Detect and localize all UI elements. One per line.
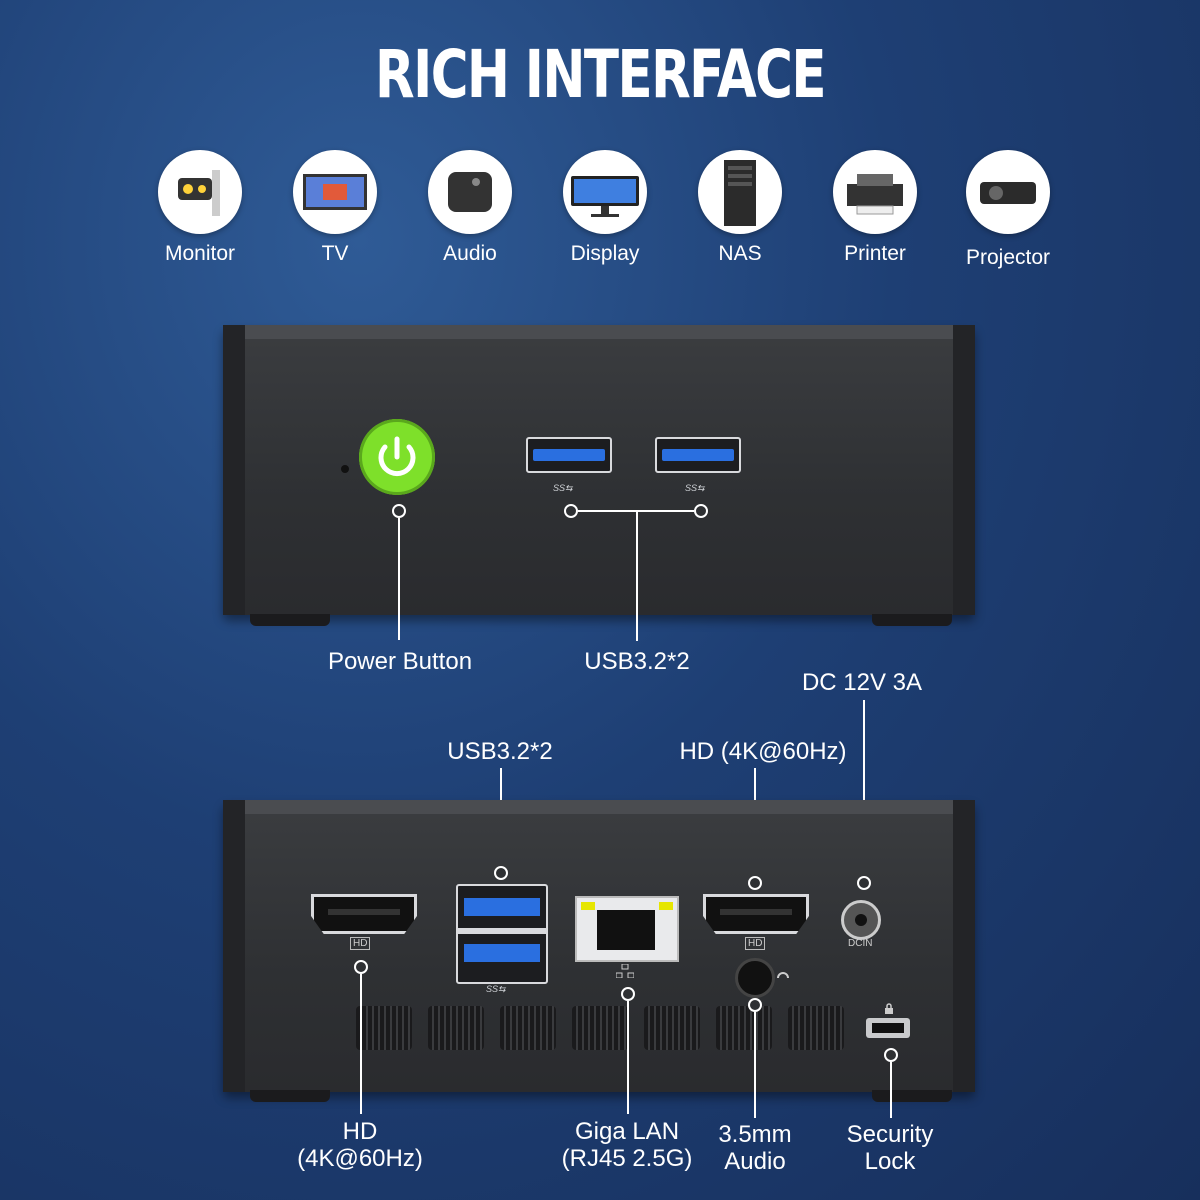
callout-dot [748,876,762,890]
network-icon [616,964,634,978]
rear-usb-label: USB3.2*2 [447,738,553,765]
camera-icon [178,170,220,216]
rear-usb-stack[interactable] [456,884,548,984]
vent [428,1006,484,1050]
vent [644,1006,700,1050]
hdmi-port-1[interactable] [311,894,417,934]
front-panel: SS⇆ SS⇆ [223,325,975,615]
power-button-label: Power Button [327,648,473,675]
headphone-icon [777,972,789,979]
front-usb-port-1[interactable] [526,437,612,473]
lock-icon [885,1003,893,1014]
rear-panel: HD SS⇆ HD DCIN [223,800,975,1092]
device-nas: NAS [695,150,785,266]
display-icon [571,176,639,217]
nas-icon [724,160,756,226]
power-button[interactable] [359,419,435,495]
dc-in-port[interactable] [841,900,881,940]
vent [500,1006,556,1050]
audio-jack[interactable] [735,958,775,998]
vent [572,1006,628,1050]
callout-dot [884,1048,898,1062]
device-projector: Projector [963,150,1053,270]
audio-label: 3.5mm Audio [718,1121,792,1175]
callout-dot [857,876,871,890]
device-audio: Audio [425,150,515,266]
callout-dot [748,998,762,1012]
security-lock-slot[interactable] [866,1018,910,1038]
speaker-icon [448,172,492,212]
power-icon [378,436,416,477]
rj45-port[interactable] [575,896,679,962]
device-monitor: Monitor [155,150,245,266]
lan-label: Giga LAN (RJ45 2.5G) [561,1118,693,1172]
projector-icon [980,182,1036,204]
vent [716,1006,772,1050]
device-display: Display [560,150,650,266]
front-usb-port-2[interactable] [655,437,741,473]
callout-dot [564,504,578,518]
callout-dot [694,504,708,518]
callout-dot [494,866,508,880]
front-usb-label: USB3.2*2 [584,648,690,675]
vent [356,1006,412,1050]
device-tv: TV [290,150,380,266]
callout-dot [392,504,406,518]
callout-dot [621,987,635,1001]
security-lock-label: Security Lock [846,1121,934,1175]
indicator-led [341,465,349,473]
hd-bottom-label: HD (4K@60Hz) [297,1118,423,1172]
page-title: RICH INTERFACE [375,36,827,113]
callout-dot [354,960,368,974]
vent [788,1006,844,1050]
printer-icon [847,174,903,215]
dc-label: DC 12V 3A [801,669,923,696]
device-printer: Printer [830,150,920,266]
tv-icon [303,174,367,210]
hdmi-port-2[interactable] [703,894,809,934]
hd-top-label: HD (4K@60Hz) [679,738,847,765]
